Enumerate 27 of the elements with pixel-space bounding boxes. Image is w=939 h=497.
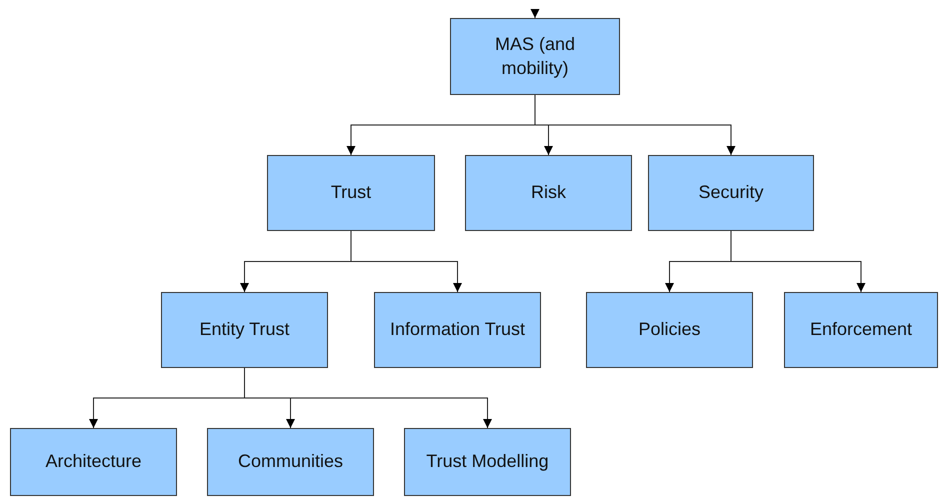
process-box (10, 428, 177, 496)
process-box (207, 428, 374, 496)
box-label: Enforcement (808, 318, 914, 342)
arrow (534, 94, 736, 156)
process-box (784, 292, 938, 368)
process-box (586, 292, 753, 368)
arrow (350, 230, 462, 292)
process-box (648, 155, 814, 231)
process-box (404, 428, 571, 496)
box-label: Security (697, 181, 765, 204)
box-label: Communities (236, 450, 344, 474)
box-label: Risk (530, 181, 567, 204)
process-box (465, 155, 632, 231)
process-box (450, 18, 620, 95)
arrow (530, 8, 540, 18)
arrow (730, 230, 866, 292)
process-box (161, 292, 328, 368)
box-label: Information Trust (388, 318, 526, 342)
box-label: Architecture (44, 450, 143, 474)
box-label: Entity Trust (198, 318, 291, 342)
box-label: Trust (330, 181, 372, 204)
arrow (244, 368, 492, 428)
process-box (374, 292, 541, 368)
box-label: MAS (and mobility) (494, 33, 576, 80)
box-label: Trust Modelling (425, 450, 550, 474)
process-box (267, 155, 435, 231)
box-label: Policies (637, 318, 702, 342)
